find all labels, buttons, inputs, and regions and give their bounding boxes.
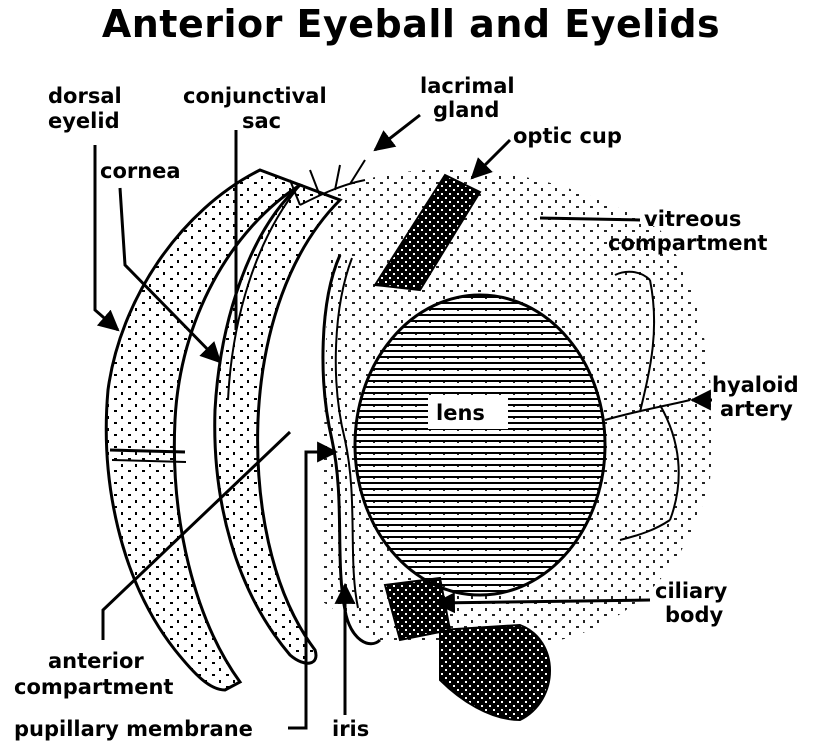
label-iris: iris [332, 717, 369, 741]
lens-shape [355, 295, 605, 595]
label-hyaloid-artery-2: artery [720, 397, 793, 421]
label-pupillary-membrane: pupillary membrane [14, 717, 253, 741]
label-ciliary-body-1: ciliary [655, 579, 728, 603]
label-cornea: cornea [100, 159, 181, 183]
label-vitreous-compartment-1: vitreous [644, 207, 741, 231]
label-lens: lens [436, 401, 485, 425]
label-anterior-compartment-1: anterior [48, 649, 144, 673]
label-conjunctival-sac-2: sac [242, 109, 281, 133]
label-anterior-compartment-2: compartment [14, 675, 173, 699]
label-dorsal-eyelid-1: dorsal [48, 84, 122, 108]
label-vitreous-compartment-2: compartment [608, 231, 767, 255]
label-lacrimal-gland-2: gland [433, 98, 499, 122]
label-dorsal-eyelid-2: eyelid [48, 109, 120, 133]
label-hyaloid-artery-1: hyaloid [712, 373, 799, 397]
label-ciliary-body-2: body [665, 603, 723, 627]
label-lacrimal-gland-1: lacrimal [420, 74, 515, 98]
label-optic-cup: optic cup [513, 124, 622, 148]
optic-cup-lower [440, 625, 550, 720]
label-conjunctival-sac-1: conjunctival [183, 84, 327, 108]
